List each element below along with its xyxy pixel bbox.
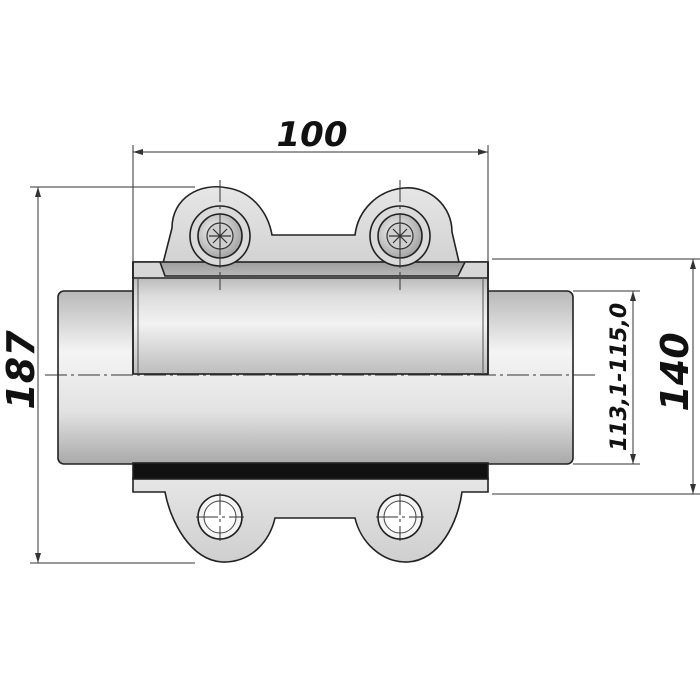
bolt-head-icon bbox=[369, 205, 431, 267]
dimension-pipe-range: 113,1-115,0 bbox=[573, 290, 640, 465]
bolt-head-icon bbox=[189, 205, 251, 267]
bolt-hole-icon bbox=[196, 493, 244, 541]
dimension-body-height: 140 bbox=[492, 258, 700, 495]
gasket-band bbox=[132, 462, 489, 480]
top-flange bbox=[132, 261, 489, 279]
dimension-pipe-range-label: 113,1-115,0 bbox=[607, 303, 632, 451]
clamp-body bbox=[132, 261, 489, 375]
dimension-height: 187 bbox=[0, 186, 195, 564]
dimension-length-label: 100 bbox=[277, 115, 348, 155]
bolt-hole-icon bbox=[376, 493, 424, 541]
bottom-lug-plate bbox=[132, 477, 489, 563]
dimension-body-height-label: 140 bbox=[653, 332, 697, 411]
dimension-length: 100 bbox=[132, 115, 489, 262]
dimension-height-label: 187 bbox=[0, 330, 43, 410]
